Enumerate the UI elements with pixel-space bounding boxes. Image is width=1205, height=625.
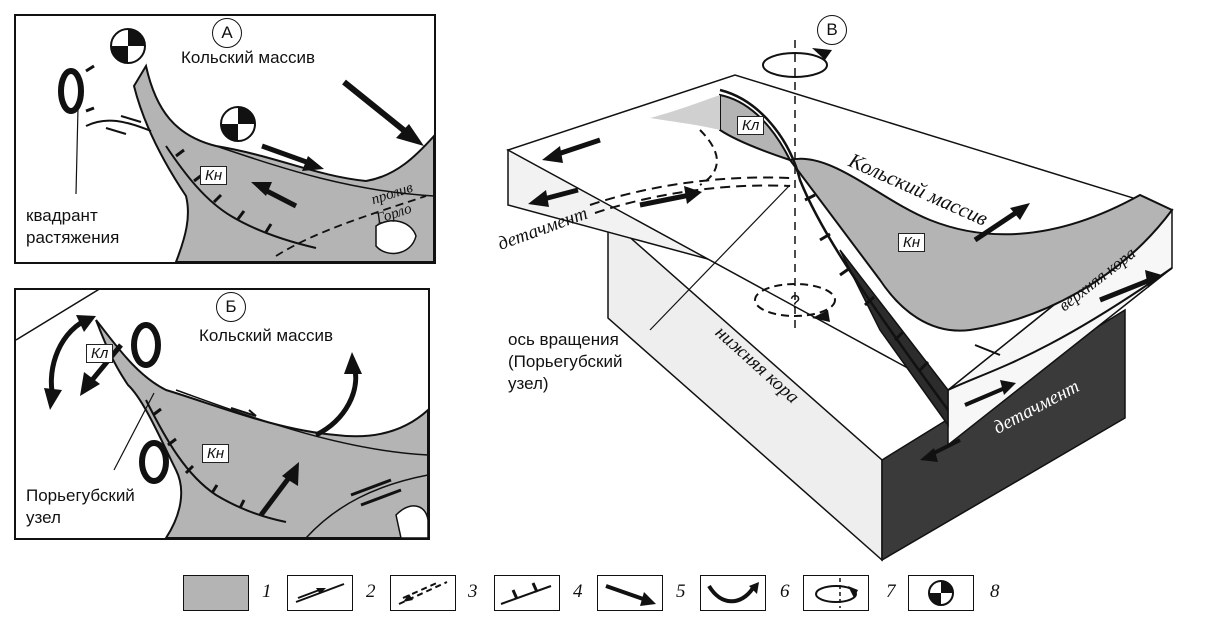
motion-arrow-icon xyxy=(251,182,298,209)
panel-b: Б Кольский массив Кл Кн Порьегубский узе… xyxy=(14,288,430,540)
motion-arrow-icon xyxy=(528,187,579,207)
lower-crust-label: нижняя кора xyxy=(710,322,804,408)
legend-symbol-8 xyxy=(908,575,974,611)
axis-label-line3: узел) xyxy=(508,374,549,393)
panel-letter: Б xyxy=(216,292,246,322)
question-mark: ? xyxy=(790,292,801,312)
massif-label: Кольский массив xyxy=(845,148,992,231)
fault-plane xyxy=(839,249,949,428)
upper-crust-label: верхняя кора xyxy=(1055,243,1140,315)
focal-mechanism-icon xyxy=(220,106,256,142)
legend-symbol-3 xyxy=(390,575,456,611)
massif-label: Кольский массив xyxy=(199,326,334,345)
motion-arrow-icon xyxy=(920,438,961,462)
legend-number-4: 4 xyxy=(573,581,583,602)
motion-arrow-icon xyxy=(639,186,702,208)
axis-label-line2: (Порьегубский xyxy=(508,352,623,371)
motion-arrow-icon xyxy=(261,143,324,171)
panel-letter: В xyxy=(817,15,847,45)
legend-number-1: 1 xyxy=(262,581,272,602)
gray-unit-area xyxy=(95,319,428,538)
quadrant-label-line2: растяжения xyxy=(26,228,120,247)
panel-a-map xyxy=(58,28,434,262)
motion-arrow-icon xyxy=(542,137,601,163)
gray-unit-kn xyxy=(788,157,1174,332)
focal-mechanism-side-icon xyxy=(58,68,84,114)
quadrant-label-line1: квадрант xyxy=(26,206,98,225)
legend-number-2: 2 xyxy=(366,581,376,602)
upper-crust-side-right xyxy=(947,208,1173,447)
legend-number-8: 8 xyxy=(990,581,1000,602)
rotation-axis-icon xyxy=(762,48,832,78)
node-label-line1: Порьегубский xyxy=(26,486,135,505)
legend-symbol-7 xyxy=(803,575,869,611)
motion-arrow-icon xyxy=(964,380,1016,407)
rotation-arc-icon xyxy=(314,352,362,438)
panel-letter: А xyxy=(212,18,242,48)
legend-symbol-2 xyxy=(287,575,353,611)
legend-number-6: 6 xyxy=(780,581,790,602)
upper-crust-front-left xyxy=(507,148,731,266)
lower-crust-front xyxy=(607,216,883,562)
rotation-arc-icon xyxy=(44,315,96,410)
normal-fault xyxy=(165,145,317,249)
unit-kl-label: Кл xyxy=(737,116,765,135)
gray-unit-area xyxy=(132,63,434,262)
motion-arrow-icon xyxy=(342,79,424,146)
legend-symbol-4 xyxy=(494,575,560,611)
legend-number-5: 5 xyxy=(676,581,686,602)
focal-mechanism-side-icon xyxy=(131,322,161,368)
unit-kn-label: Кн xyxy=(200,166,228,185)
unit-kn-label: Кн xyxy=(898,233,926,252)
motion-arrow-icon xyxy=(974,344,1001,356)
motion-arrow-icon xyxy=(80,343,123,396)
panel-b-map xyxy=(16,290,428,538)
legend-number-7: 7 xyxy=(886,581,896,602)
legend-symbol-6 xyxy=(700,575,766,611)
massif-label: Кольский массив xyxy=(181,48,316,67)
legend-number-3: 3 xyxy=(468,581,478,602)
node-label-line2: узел xyxy=(26,508,61,527)
focal-mechanism-side-icon xyxy=(139,440,169,484)
focal-mechanism-icon xyxy=(110,28,146,64)
legend-symbol-1 xyxy=(183,575,249,611)
motion-arrow-icon xyxy=(259,462,299,517)
unit-kn-label: Кн xyxy=(202,444,230,463)
detachment-top-label: детачмент xyxy=(495,202,591,255)
legend-symbol-5 xyxy=(597,575,663,611)
unit-kl-label: Кл xyxy=(86,344,114,363)
axis-label-line1: ось вращения xyxy=(508,330,619,349)
strike-slip-icon xyxy=(350,478,402,507)
detachment-bottom-label: детачмент xyxy=(990,375,1083,439)
panel-a: А Кольский массив пролив Горло Кн квадра… xyxy=(14,14,436,264)
